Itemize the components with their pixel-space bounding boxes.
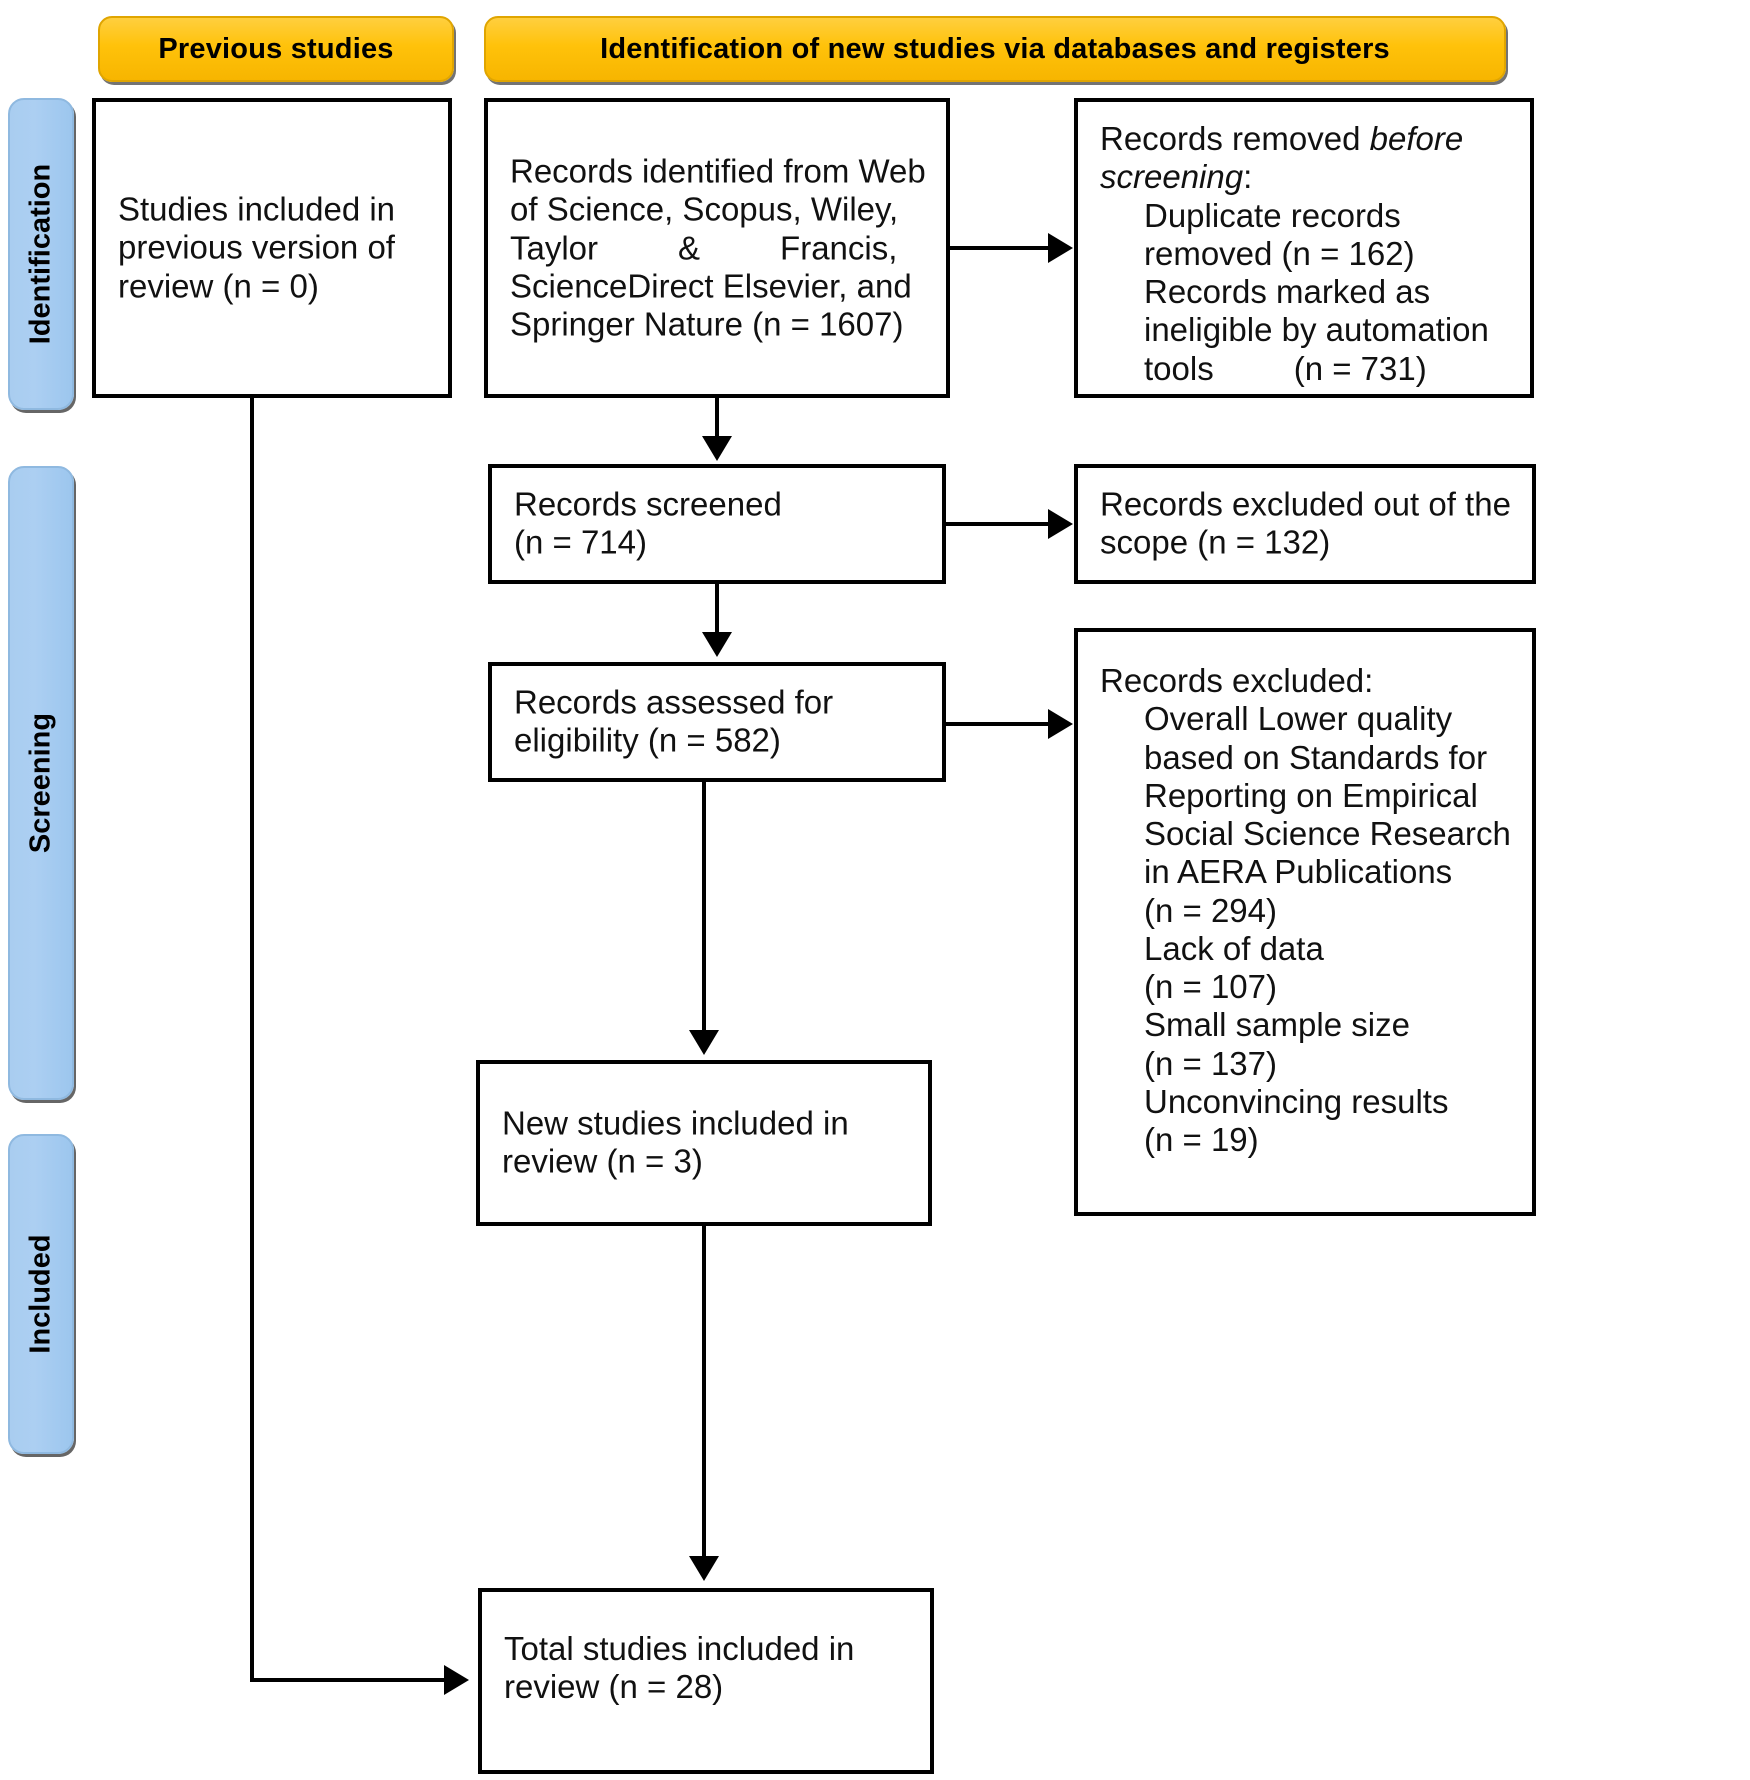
excluded-item1-line5: in AERA Publications <box>1144 853 1453 891</box>
arrowhead-identified-to-screened <box>702 436 732 461</box>
connector-identified-to-screened <box>715 398 719 440</box>
banner-identification-new-studies: Identification of new studies via databa… <box>484 16 1506 82</box>
previous-version-line2: previous version of <box>118 228 395 266</box>
phase-tab-screening: Screening <box>8 466 74 1100</box>
total-studies-line1: Total studies included in <box>504 1630 855 1667</box>
connector-screened-to-excluded-scope <box>946 522 1050 526</box>
connector-screened-to-assessed <box>715 584 719 634</box>
connector-assessed-to-excluded-detail <box>946 722 1050 726</box>
connector-assessed-to-new-studies <box>702 782 706 1030</box>
records-removed-heading-screening: screening <box>1100 158 1244 196</box>
records-removed-item2-line2: ineligible by automation <box>1144 311 1489 349</box>
records-identified-line3a: Taylor <box>510 228 599 266</box>
connector-new-studies-to-total <box>702 1226 706 1558</box>
banner-previous-studies-label: Previous studies <box>158 32 394 65</box>
excluded-item1-line1: Overall Lower quality <box>1144 700 1453 738</box>
records-excluded-detail-heading: Records excluded: <box>1100 662 1374 699</box>
previous-version-line3: review (n = 0) <box>118 267 319 305</box>
excluded-item2-count: (n = 107) <box>1144 968 1277 1006</box>
box-records-assessed-eligibility: Records assessed for eligibility (n = 58… <box>488 662 946 782</box>
box-total-studies-included: Total studies included in review (n = 28… <box>478 1588 934 1774</box>
box-records-excluded-detail-text: Records excluded: Overall Lower quality … <box>1100 662 1518 1159</box>
records-removed-heading-before: before <box>1369 120 1464 157</box>
records-identified-line3c: Francis, <box>780 228 898 266</box>
phase-label-included: Included <box>24 1234 57 1354</box>
box-records-excluded-detail: Records excluded: Overall Lower quality … <box>1074 628 1536 1216</box>
records-identified-line3b: & <box>678 228 701 266</box>
box-records-excluded-scope-text: Records excluded out of the scope (n = 1… <box>1100 486 1518 563</box>
new-studies-line1: New studies included in <box>502 1104 849 1142</box>
records-removed-tools-count: (n = 731) <box>1293 349 1427 387</box>
records-removed-heading-colon: : <box>1243 158 1253 196</box>
box-previous-version-text: Studies included in previous version of … <box>118 191 434 306</box>
box-records-removed-text: Records removed before screening: Duplic… <box>1100 120 1516 388</box>
excluded-item1-count: (n = 294) <box>1144 891 1277 929</box>
phase-label-screening: Screening <box>24 712 57 854</box>
excluded-item1-line2: based on Standards for <box>1144 738 1488 776</box>
box-records-removed-before-screening: Records removed before screening: Duplic… <box>1074 98 1534 398</box>
banner-identification-label: Identification of new studies via databa… <box>600 32 1390 65</box>
records-identified-line4: ScienceDirect Elsevier, and <box>510 267 912 305</box>
records-assessed-line1: Records assessed for <box>514 683 834 721</box>
box-records-assessed-text: Records assessed for eligibility (n = 58… <box>514 684 928 761</box>
connector-previous-to-total-vertical <box>250 398 254 1682</box>
excluded-item1-line3: Reporting on Empirical <box>1144 776 1478 814</box>
box-records-identified: Records identified from Web of Science, … <box>484 98 950 398</box>
records-removed-item2-line1: Records marked as <box>1144 273 1431 311</box>
connector-previous-to-total-horizontal <box>250 1678 446 1682</box>
phase-tab-identification: Identification <box>8 98 74 410</box>
phase-tab-included: Included <box>8 1134 74 1454</box>
arrowhead-identified-to-removed <box>1048 233 1073 263</box>
excluded-item1-line4: Social Science Research <box>1144 815 1511 853</box>
arrowhead-assessed-to-new-studies <box>689 1030 719 1055</box>
records-excluded-scope-line2: scope (n = 132) <box>1100 524 1331 561</box>
arrowhead-previous-to-total <box>444 1665 469 1695</box>
records-assessed-line2: eligibility (n = 582) <box>514 722 781 759</box>
box-records-screened: Records screened (n = 714) <box>488 464 946 584</box>
banner-previous-studies: Previous studies <box>98 16 454 82</box>
phase-label-identification: Identification <box>24 163 57 345</box>
records-excluded-scope-line1: Records excluded out of the <box>1100 485 1511 523</box>
records-removed-item1-line2: removed (n = 162) <box>1144 234 1415 272</box>
excluded-item3-count: (n = 137) <box>1144 1044 1277 1082</box>
arrowhead-screened-to-assessed <box>702 632 732 657</box>
previous-version-line1: Studies included in <box>118 190 396 228</box>
new-studies-line2: review (n = 3) <box>502 1143 703 1180</box>
box-records-identified-text: Records identified from Web of Science, … <box>510 152 932 343</box>
arrowhead-assessed-to-excluded-detail <box>1048 709 1073 739</box>
excluded-item4-count: (n = 19) <box>1144 1121 1259 1159</box>
arrowhead-new-studies-to-total <box>689 1556 719 1581</box>
box-new-studies-text: New studies included in review (n = 3) <box>502 1105 914 1182</box>
box-records-excluded-scope: Records excluded out of the scope (n = 1… <box>1074 464 1536 584</box>
records-screened-line1: Records screened <box>514 485 782 523</box>
box-previous-version-studies: Studies included in previous version of … <box>92 98 452 398</box>
box-total-studies-text: Total studies included in review (n = 28… <box>504 1630 916 1707</box>
records-removed-item2-line3: tools (n = 731) <box>1100 350 1516 388</box>
box-records-screened-text: Records screened (n = 714) <box>514 486 928 563</box>
box-new-studies-included: New studies included in review (n = 3) <box>476 1060 932 1226</box>
records-removed-item1-line1: Duplicate records <box>1144 196 1401 234</box>
excluded-item3-line1: Small sample size <box>1144 1006 1410 1044</box>
connector-identified-to-removed <box>950 246 1050 250</box>
records-identified-line5: Springer Nature (n = 1607) <box>510 305 904 343</box>
excluded-item4-line1: Unconvincing results <box>1144 1082 1449 1120</box>
records-removed-heading-a: Records removed <box>1100 120 1370 157</box>
records-identified-line2: of Science, Scopus, Wiley, <box>510 190 899 228</box>
arrowhead-screened-to-excluded-scope <box>1048 509 1073 539</box>
records-screened-line2: (n = 714) <box>514 524 647 561</box>
records-removed-tools-label: tools <box>1144 349 1214 387</box>
records-identified-line1: Records identified from Web <box>510 152 926 190</box>
excluded-item2-line1: Lack of data <box>1144 929 1324 967</box>
total-studies-line2: review (n = 28) <box>504 1668 724 1706</box>
